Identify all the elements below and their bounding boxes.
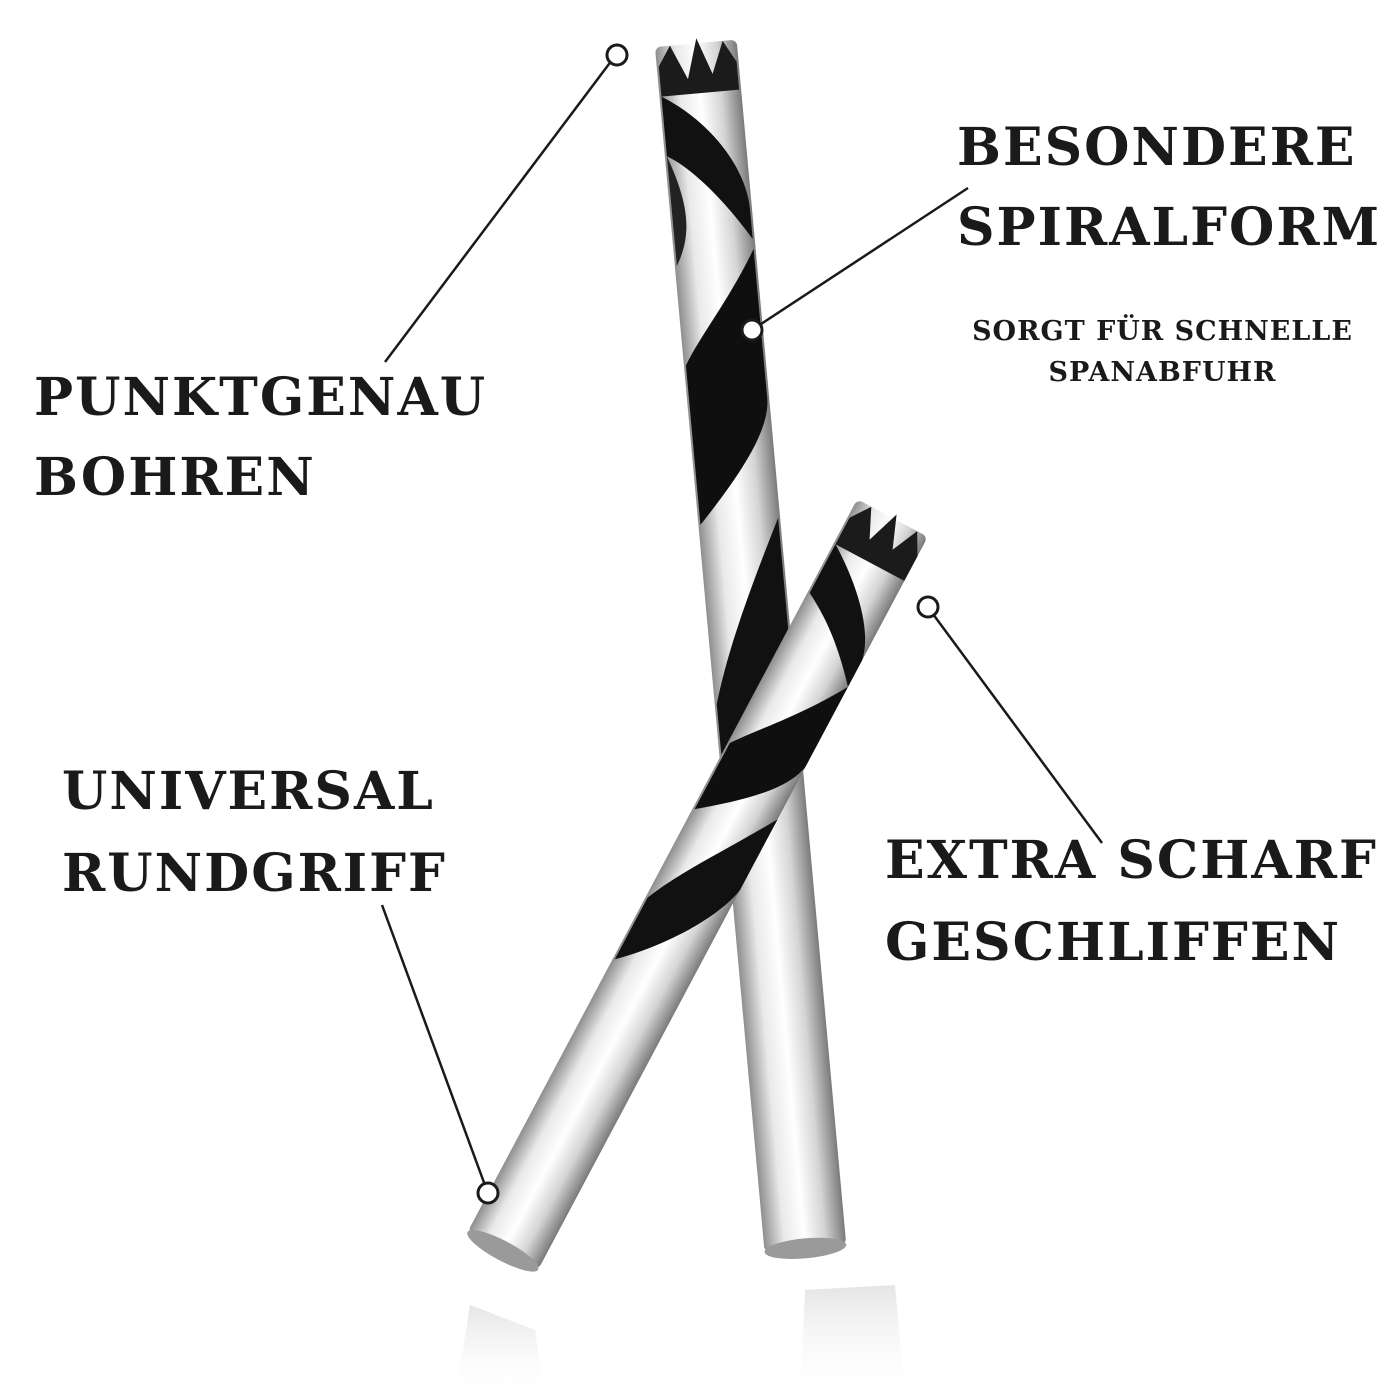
label-line: UNIVERSAL <box>62 761 435 822</box>
callout-dot-spiralform <box>740 318 764 342</box>
callout-dot-punktgenau <box>605 43 629 67</box>
label-line: SORGT FÜR SCHNELLE <box>972 316 1353 347</box>
label-line: EXTRA SCHARF <box>885 830 1378 891</box>
reflection <box>455 1285 905 1400</box>
callout-line-spiralform <box>751 186 969 332</box>
label-extra-scharf: EXTRA SCHARF GESCHLIFFEN <box>885 835 1378 969</box>
callout-lines <box>380 59 1104 1189</box>
label-line: PUNKTGENAU <box>34 367 488 428</box>
label-line: RUNDGRIFF <box>62 843 447 904</box>
label-line: SPIRALFORM <box>957 197 1382 258</box>
label-universal-rundgriff: UNIVERSAL RUNDGRIFF <box>62 766 447 900</box>
callout-line-rundgriff <box>380 904 488 1189</box>
short-drill-bit <box>467 501 926 1272</box>
label-besondere-spiralform: BESONDERE SPIRALFORM <box>957 122 1381 254</box>
callout-dot-rundgriff <box>476 1181 500 1205</box>
callout-line-scharf <box>928 609 1104 844</box>
callout-dot-scharf <box>916 595 940 619</box>
label-spiralform-subtext: SORGT FÜR SCHNELLE SPANABFUHR <box>960 312 1365 393</box>
label-line: BOHREN <box>34 447 316 508</box>
label-line: SPANABFUHR <box>1048 356 1277 388</box>
label-line: GESCHLIFFEN <box>885 912 1342 973</box>
callout-line-punktgenau <box>384 59 613 363</box>
label-punktgenau-bohren: PUNKTGENAU BOHREN <box>34 372 487 504</box>
callout-dots <box>476 43 940 1205</box>
label-line: BESONDERE <box>957 117 1357 178</box>
